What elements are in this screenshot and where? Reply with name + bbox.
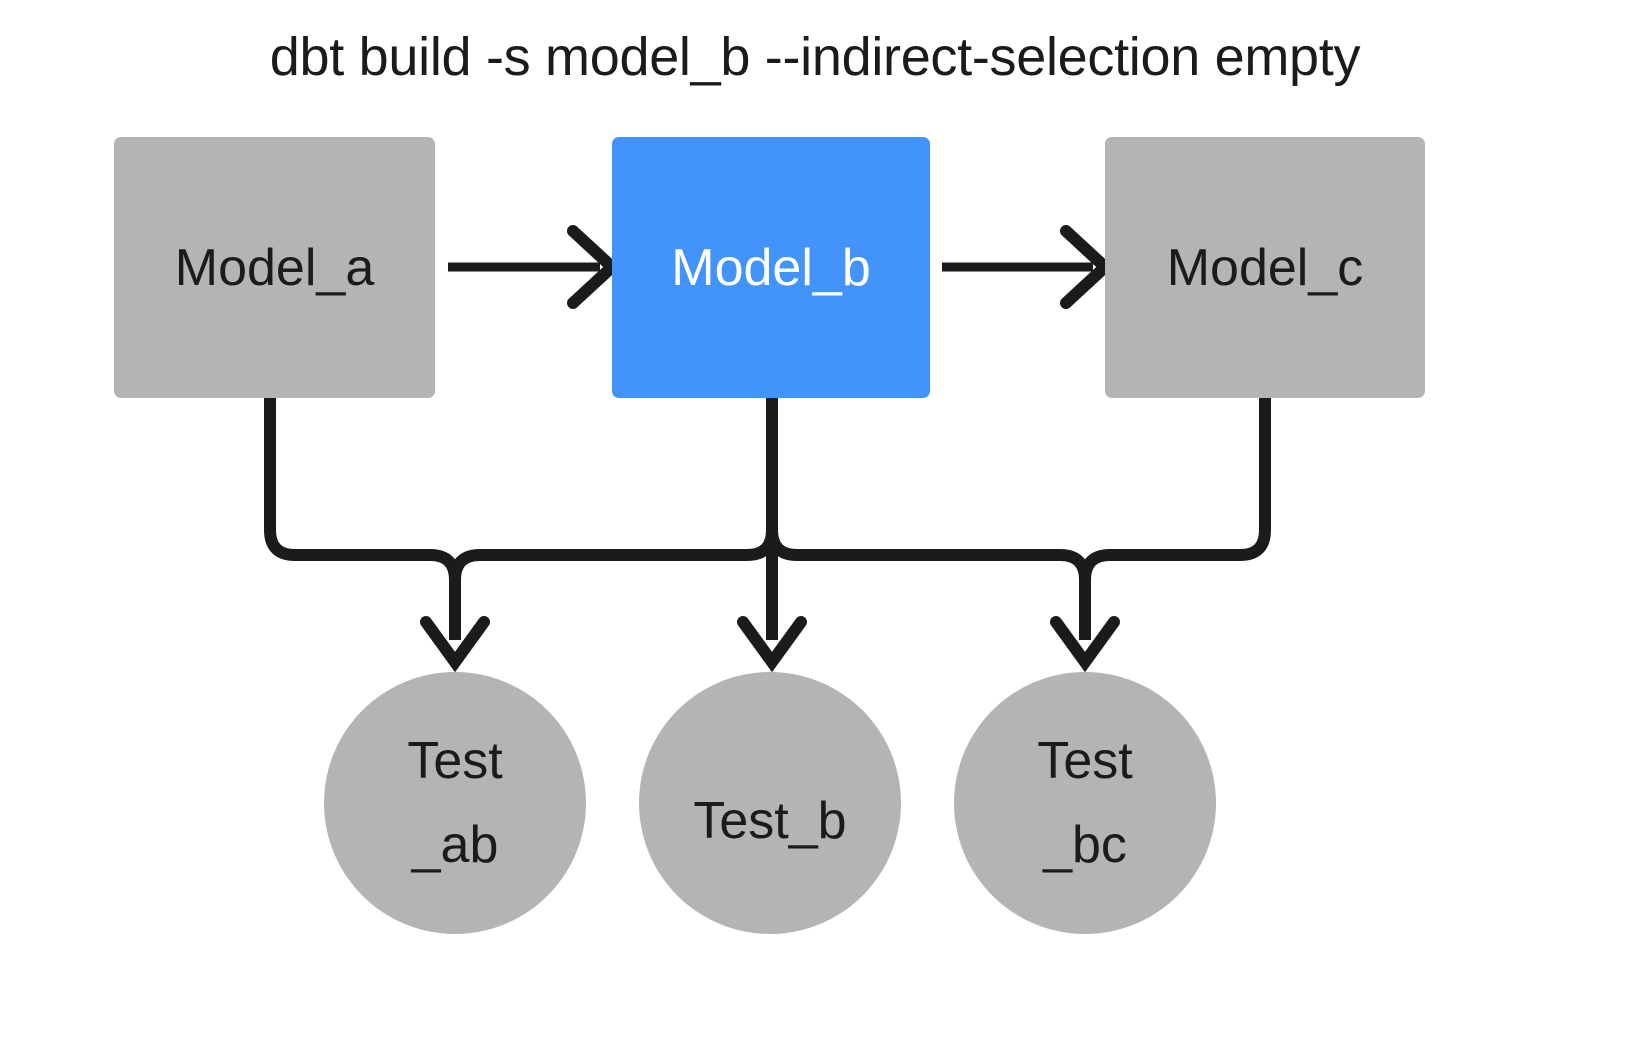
node-test-b-label: Test_b	[693, 792, 847, 850]
node-test-bc-label-line1: Test	[1037, 731, 1133, 790]
edge-model-a-to-model-b	[448, 225, 621, 309]
node-model-a[interactable]: Model_a	[114, 137, 435, 398]
node-test-ab-label-line1: Test	[407, 731, 503, 790]
node-test-ab-label-line2: _ab	[411, 816, 499, 874]
node-model-a-label: Model_a	[174, 238, 375, 297]
node-test-b[interactable]: Test_b	[639, 672, 901, 934]
edge-model-b-to-model-c	[942, 225, 1114, 309]
node-model-c-label: Model_c	[1166, 238, 1364, 297]
node-model-b[interactable]: Model_b	[612, 137, 930, 398]
diagram-title: dbt build -s model_b --indirect-selectio…	[269, 27, 1361, 87]
node-test-bc[interactable]: Test _bc	[954, 672, 1216, 934]
edge-model-c-to-test-bc	[1079, 398, 1271, 640]
node-test-bc-label-line2: _bc	[1043, 816, 1127, 874]
node-model-c[interactable]: Model_c	[1105, 137, 1425, 398]
node-test-ab[interactable]: Test _ab	[324, 672, 586, 934]
edge-model-b-to-test-bc	[766, 398, 1120, 673]
node-model-b-label: Model_b	[671, 238, 871, 297]
edge-model-b-to-test-ab	[449, 398, 778, 640]
